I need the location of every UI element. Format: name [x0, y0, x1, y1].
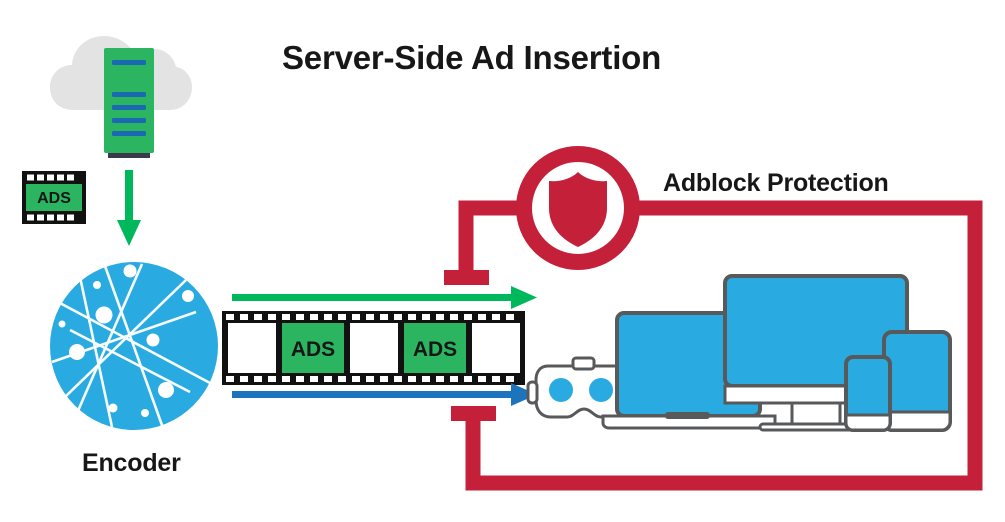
- page-title: Server-Side Ad Insertion: [282, 39, 662, 76]
- server-tower-icon: [104, 48, 154, 158]
- output-filmstrip: ADS ADS: [222, 311, 525, 385]
- cloud-server-group: [50, 36, 192, 158]
- tablet-icon: [882, 330, 952, 432]
- encoder-label: Encoder: [82, 449, 181, 477]
- client-devices-group: [526, 274, 952, 432]
- filmstrip-ad-label-1: ADS: [291, 338, 335, 361]
- block-bar-bottom: [451, 406, 496, 421]
- ads-film-icon: ADS: [22, 171, 86, 224]
- ads-to-encoder-arrow: [117, 170, 141, 246]
- stream-bottom-arrow: [232, 383, 537, 406]
- stream-top-arrow: [232, 286, 537, 309]
- adblock-shield-icon: [516, 146, 640, 270]
- block-bar-top: [444, 270, 489, 285]
- phone-icon: [844, 355, 892, 432]
- encoder-globe-icon: [50, 262, 218, 430]
- adblock-block-paths: [444, 200, 983, 491]
- adblock-protection-label: Adblock Protection: [663, 169, 889, 197]
- ads-film-icon-label: ADS: [37, 190, 71, 207]
- filmstrip-ad-label-2: ADS: [413, 338, 457, 361]
